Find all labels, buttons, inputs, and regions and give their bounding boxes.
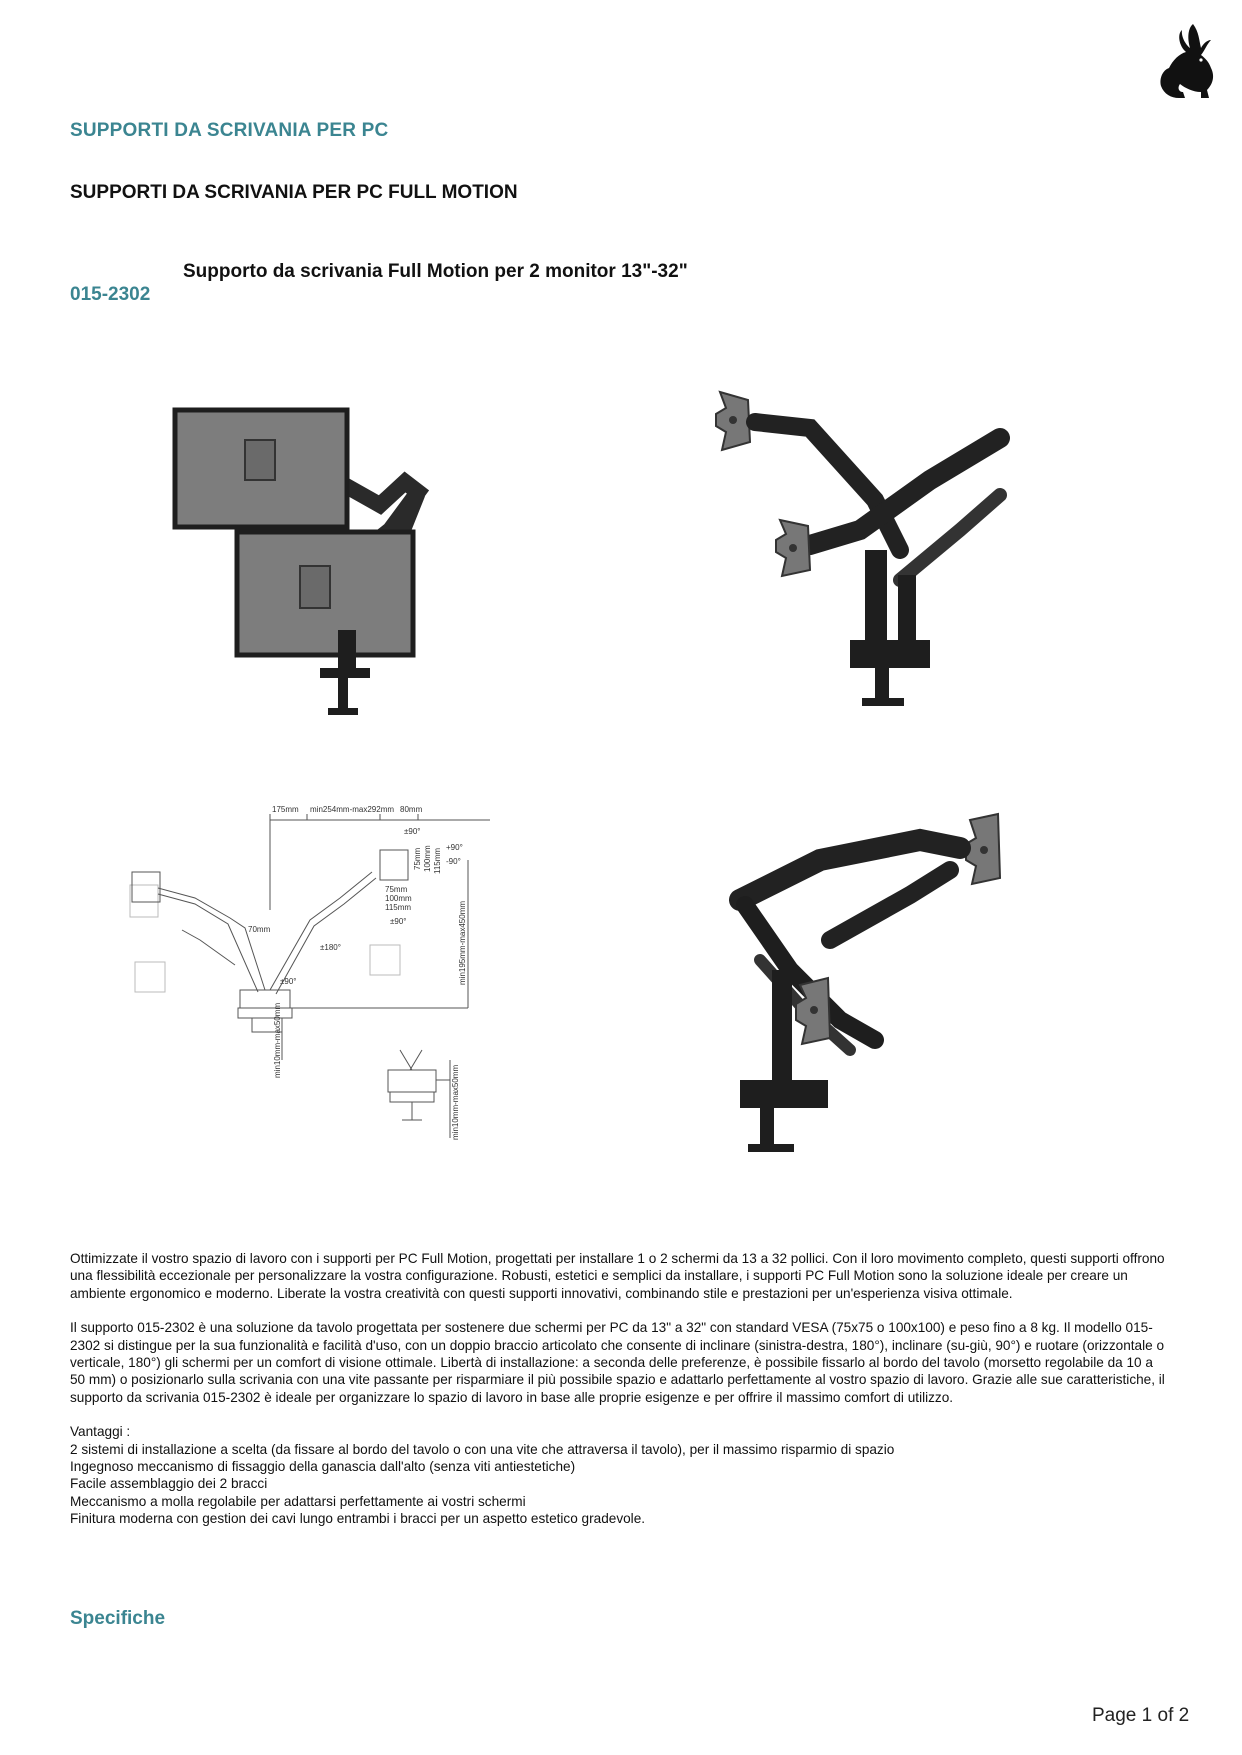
advantage-item: 2 sistemi di installazione a scelta (da … bbox=[70, 1441, 895, 1457]
page-number: Page 1 of 2 bbox=[1092, 1705, 1190, 1726]
tilt-90-base: ±90° bbox=[280, 977, 297, 986]
advantage-item: Ingegnoso meccanismo di fissaggio della … bbox=[70, 1459, 576, 1475]
hole-75: 75mm bbox=[385, 885, 408, 894]
clamp-range-detail: min10mm-max50mm bbox=[451, 1065, 460, 1140]
rotate-180: ±180° bbox=[320, 943, 341, 952]
height-range: min195mm-max450mm bbox=[458, 901, 467, 985]
product-image-front bbox=[172, 407, 430, 715]
vesa-100: 100mm bbox=[423, 845, 432, 872]
tilt-90-mid: ±90° bbox=[390, 917, 407, 926]
advantages-title: Vantaggi : bbox=[70, 1424, 131, 1440]
rabbit-icon bbox=[1160, 24, 1214, 98]
advantage-item: Meccanismo a molla regolabile per adatta… bbox=[70, 1493, 526, 1509]
clamp-range: min10mm-max50mm bbox=[273, 1003, 282, 1078]
dim-reach: min254mm-max292mm bbox=[310, 805, 394, 814]
description-paragraph-1: Ottimizzate il vostro spazio di lavoro c… bbox=[70, 1251, 1165, 1301]
advantage-item: Facile assemblaggio dei 2 bracci bbox=[70, 1476, 268, 1492]
rotate-minus-90: -90° bbox=[446, 857, 461, 866]
dim-175: 175mm bbox=[272, 805, 299, 814]
rotate-plus-90: +90° bbox=[446, 843, 463, 852]
tilt-90-top: ±90° bbox=[404, 827, 421, 836]
product-title: Supporto da scrivania Full Motion per 2 … bbox=[183, 261, 688, 282]
hole-100: 100mm bbox=[385, 894, 412, 903]
product-image-side bbox=[729, 812, 1002, 1152]
advantage-item: Finitura moderna con gestion dei cavi lu… bbox=[70, 1511, 646, 1527]
product-description: Ottimizzate il vostro spazio di lavoro c… bbox=[70, 1250, 1170, 1528]
product-sku: 015-2302 bbox=[70, 284, 151, 305]
specs-heading: Specifiche bbox=[70, 1608, 166, 1629]
subcategory-title: SUPPORTI DA SCRIVANIA PER PC FULL MOTION bbox=[70, 182, 518, 203]
product-image-arms bbox=[715, 390, 1010, 706]
dim-80: 80mm bbox=[400, 805, 423, 814]
vesa-115: 115mm bbox=[433, 848, 442, 874]
vesa-75: 75mm bbox=[413, 847, 422, 870]
dim-70: 70mm bbox=[248, 925, 271, 934]
hole-115: 115mm bbox=[385, 903, 411, 912]
category-title: SUPPORTI DA SCRIVANIA PER PC bbox=[70, 120, 389, 141]
technical-drawing: 175mm min254mm-max292mm 80mm 70mm ±90° +… bbox=[129, 805, 490, 1140]
description-paragraph-2: Il supporto 015-2302 è una soluzione da … bbox=[70, 1320, 1165, 1405]
